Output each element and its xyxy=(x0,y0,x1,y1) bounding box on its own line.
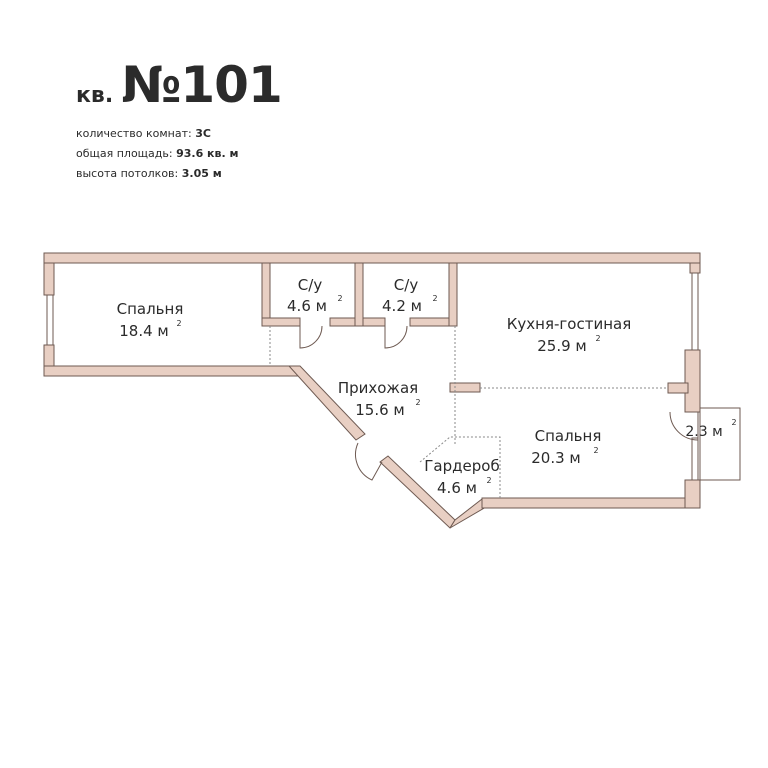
kitchen-name: Кухня-гостиная xyxy=(507,315,631,333)
spec-ceiling-value: 3.05 м xyxy=(181,167,222,180)
apartment-number: №101 xyxy=(121,56,283,114)
apartment-title: кв. №101 xyxy=(76,56,283,114)
balcony-area-sup: 2 xyxy=(731,418,736,427)
window-left xyxy=(46,294,54,346)
bath2-name: С/у xyxy=(394,276,419,294)
wardrobe-name: Гардероб xyxy=(424,457,499,475)
apartment-specs: количество комнат: 3С общая площадь: 93.… xyxy=(76,124,282,184)
spec-rooms-label: количество комнат: xyxy=(76,127,192,140)
hall-name: Прихожая xyxy=(338,379,418,397)
entrance-door xyxy=(355,442,383,481)
wall-top xyxy=(43,252,701,264)
wall-bedroom1-bath1 xyxy=(261,262,271,327)
zone-lines xyxy=(269,326,668,498)
bedroom1-name: Спальня xyxy=(117,300,184,318)
wall-kitchen-right-partition xyxy=(667,382,689,394)
bedroom2-area: 20.3 м xyxy=(531,449,580,467)
balcony xyxy=(669,407,741,481)
kitchen-area-sup: 2 xyxy=(595,334,600,343)
bath1-name: С/у xyxy=(298,276,323,294)
bedroom2-area-sup: 2 xyxy=(593,446,598,455)
wall-diagonal-left xyxy=(287,365,366,441)
wall-diagonal-bottom-right xyxy=(449,498,487,529)
wall-right-bottom xyxy=(684,479,701,509)
spec-area-label: общая площадь: xyxy=(76,147,173,160)
spec-rooms: количество комнат: 3С xyxy=(76,124,282,144)
window-right-lower xyxy=(691,437,699,481)
bath2-door xyxy=(384,325,408,349)
walls xyxy=(43,252,701,529)
wall-right-top xyxy=(689,262,701,274)
doors xyxy=(299,325,408,481)
bath1-area-sup: 2 xyxy=(337,294,342,303)
wall-bath2-kitchen xyxy=(448,262,458,327)
spec-area: общая площадь: 93.6 кв. м xyxy=(76,144,282,164)
wall-bottom-right xyxy=(481,497,701,509)
spec-area-value: 93.6 кв. м xyxy=(176,147,239,160)
windows xyxy=(46,272,699,481)
bath1-area: 4.6 м xyxy=(287,297,327,315)
bedroom1-area-sup: 2 xyxy=(176,319,181,328)
wall-bath1-bottom-left xyxy=(261,317,301,327)
wall-right-middle xyxy=(684,349,701,413)
balcony-area: 2.3 м xyxy=(685,424,722,440)
hall-area: 15.6 м xyxy=(355,401,404,419)
wardrobe-area-sup: 2 xyxy=(486,476,491,485)
kitchen-area: 25.9 м xyxy=(537,337,586,355)
wardrobe-area: 4.6 м xyxy=(437,479,477,497)
bath1-door xyxy=(299,325,323,349)
spec-ceiling: высота потолков: 3.05 м xyxy=(76,164,282,184)
balcony-outline xyxy=(699,407,741,481)
bath2-area-sup: 2 xyxy=(432,294,437,303)
hall-area-sup: 2 xyxy=(415,398,420,407)
bedroom1-area: 18.4 м xyxy=(119,322,168,340)
apartment-prefix: кв. xyxy=(76,83,114,108)
wall-left-upper xyxy=(43,262,55,296)
wall-bottom-left xyxy=(43,365,300,377)
spec-rooms-value: 3С xyxy=(195,127,211,140)
balcony-door-swing xyxy=(669,411,699,441)
bedroom2-name: Спальня xyxy=(535,427,602,445)
apartment-header: кв. №101 количество комнат: 3С общая пло… xyxy=(76,56,283,184)
room-labels: Спальня 18.4 м 2 С/у 4.6 м 2 С/у 4.2 м 2… xyxy=(117,276,737,497)
bath2-area: 4.2 м xyxy=(382,297,422,315)
spec-ceiling-label: высота потолков: xyxy=(76,167,179,180)
dashed-wardrobe xyxy=(419,436,501,498)
window-right-upper xyxy=(691,272,699,351)
wall-bath1-bath2 xyxy=(354,262,364,327)
